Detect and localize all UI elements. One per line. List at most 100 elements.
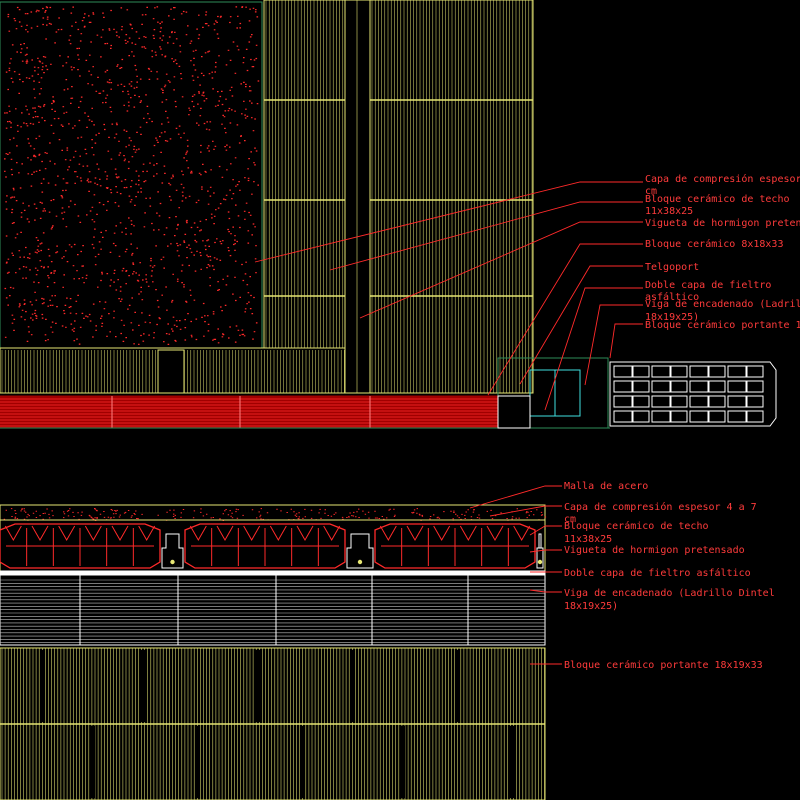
brick-cell	[613, 410, 633, 423]
block-rib	[433, 525, 451, 542]
vigueta-profile	[161, 533, 184, 569]
brick-cell	[708, 365, 726, 378]
brick-cell	[727, 365, 747, 378]
label-doble-capa-2: asfáltico	[645, 291, 699, 303]
block-void	[455, 650, 460, 722]
leader	[529, 525, 562, 536]
brick-cell	[689, 380, 709, 393]
brick-cell	[708, 410, 726, 423]
viga-encadenado-box	[497, 357, 609, 429]
brick-cell	[670, 410, 688, 423]
brick-detail	[609, 361, 777, 427]
vigueta-profile	[536, 533, 544, 569]
brick-cell	[651, 410, 671, 423]
roof-block	[0, 523, 161, 569]
brick-cell	[670, 365, 688, 378]
label-telgoport: Telgoport	[645, 262, 699, 273]
leader	[469, 485, 562, 509]
vigueta-profile	[346, 533, 374, 569]
label-viga-2: 18x19x25)	[645, 312, 699, 323]
block-rib	[31, 525, 49, 542]
brick-cell	[632, 410, 650, 423]
brick-cell	[632, 380, 650, 393]
leader	[329, 201, 643, 271]
label-viga-2: 18x19x25)	[564, 601, 618, 612]
rebar	[357, 559, 363, 565]
label-viga: Viga de encadenado (Ladrillo Din	[645, 299, 800, 310]
concrete-slab-hatch	[0, 1, 263, 349]
block-rib	[269, 525, 287, 542]
brick-cell	[651, 395, 671, 408]
brick-cell	[727, 395, 747, 408]
brick-cell	[613, 395, 633, 408]
label-bloque-techo: Bloque cerámico de techo	[564, 520, 709, 532]
leader	[529, 549, 562, 553]
label-vigueta: Vigueta de hormigon pretensado	[645, 218, 800, 229]
brick-cell	[708, 380, 726, 393]
leader	[529, 589, 562, 593]
block-void	[400, 726, 405, 798]
block-void	[90, 726, 95, 798]
beam-and-layers	[0, 357, 610, 429]
block-rib	[58, 525, 76, 542]
block-void	[510, 726, 515, 798]
block-rib	[111, 525, 129, 542]
brick-cell	[632, 395, 650, 408]
section-detail	[0, 504, 547, 800]
leader	[584, 304, 643, 386]
brick-cell	[613, 380, 633, 393]
label-bloque-portante: Bloque cerámico portante 18x19x	[645, 319, 800, 331]
brick-cell	[689, 365, 709, 378]
lower-strip-gap	[157, 349, 185, 394]
label-bloque-techo-2: 11x38x25	[645, 206, 693, 217]
block-void	[140, 650, 145, 722]
brick-cell	[651, 380, 671, 393]
leader	[487, 243, 643, 396]
block-rib	[296, 525, 314, 542]
block-void	[195, 726, 200, 798]
brick-cell	[689, 395, 709, 408]
slab-section	[0, 504, 547, 576]
block-rib	[4, 525, 22, 542]
label-doble-capa: Doble capa de fieltro asfáltico	[564, 567, 751, 579]
leader	[489, 505, 562, 517]
rebar	[170, 559, 175, 565]
brick-cell	[727, 380, 747, 393]
ceramic-block-hatch	[0, 0, 534, 394]
block-void	[40, 650, 45, 722]
label-capa-compresion-2: cm	[564, 514, 576, 525]
brick-cell	[689, 410, 709, 423]
leader	[519, 265, 643, 385]
leader-lines	[254, 181, 643, 665]
leader	[254, 181, 643, 263]
block-void	[255, 650, 260, 722]
label-bloque-portante: Bloque cerámico portante 18x19x33	[564, 659, 763, 671]
brick-cell	[746, 410, 764, 423]
brick-cell	[670, 380, 688, 393]
leader	[544, 287, 643, 411]
block-void	[300, 726, 305, 798]
viga-inner	[497, 395, 531, 429]
compression-speckles	[3, 508, 547, 521]
label-malla: Malla de acero	[564, 481, 648, 492]
brick-cell	[708, 395, 726, 408]
brick-cell	[670, 395, 688, 408]
block-rib	[243, 525, 261, 542]
label-bloque-8: Bloque cerámico 8x18x33	[645, 238, 783, 250]
label-doble-capa: Doble capa de fieltro	[645, 280, 771, 291]
label-capa-compresion: Capa de compresión espesor 4 a 7	[564, 501, 757, 513]
block-rib	[138, 525, 156, 542]
block-rib	[459, 525, 477, 542]
block-rib	[486, 525, 504, 542]
label-bloque-techo-2: 11x38x25	[564, 534, 612, 545]
block-rib	[189, 525, 207, 542]
felt-layer	[0, 570, 546, 576]
vigueta-beam	[344, 0, 371, 394]
block-void	[350, 650, 355, 722]
top-annotation-labels: Capa de compresión espesor 4 a cm Bloque…	[645, 173, 800, 331]
rebar	[537, 559, 543, 565]
brick-cell	[746, 380, 764, 393]
label-capa-compresion-2: cm	[645, 186, 657, 197]
label-capa-compresion: Capa de compresión espesor 4 a	[645, 173, 800, 185]
